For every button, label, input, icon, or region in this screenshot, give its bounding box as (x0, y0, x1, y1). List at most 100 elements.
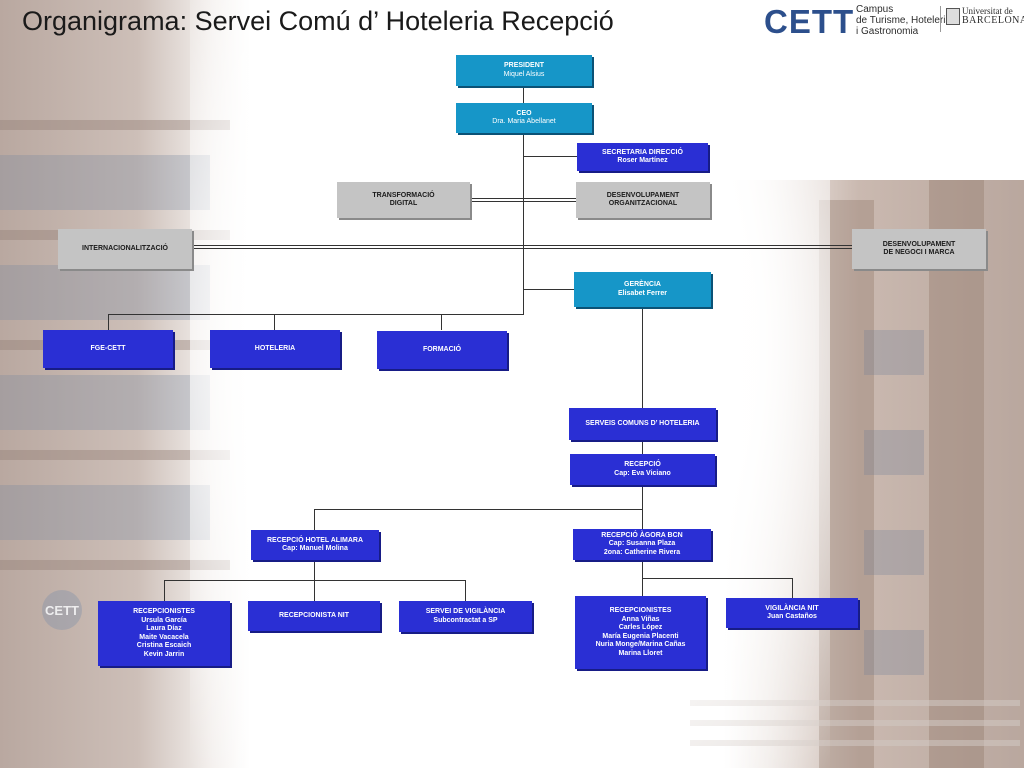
cett-logo-line: Campus (856, 4, 894, 15)
org-box-title: GERÈNCIA (624, 281, 661, 288)
org-box-name: Juan Castaños (767, 613, 817, 620)
building-window-row (0, 375, 210, 430)
org-box-title: RECEPCIÓ HOTEL ALIMARA (266, 536, 364, 544)
org-box-name: Elisabet Ferrer (617, 289, 668, 297)
building-window (864, 530, 924, 575)
org-box-internacionalitzacio: INTERNACIONALITZACIÓ (58, 229, 192, 269)
building-window-row (0, 485, 210, 540)
building-window (864, 430, 924, 475)
org-box-name: Cap: Eva Viciano (614, 469, 671, 477)
org-box-name: Cap: Manuel Molina (282, 545, 348, 552)
org-box-line: DIGITAL (389, 200, 418, 207)
org-box-title: CEO (516, 109, 532, 117)
cett-logo-text: Campus de Turisme, Hoteleria i Gastronom… (856, 4, 951, 37)
connector-vigilancia (465, 580, 466, 601)
org-box-member: Maite Vacacela (139, 633, 189, 641)
org-box-title: RECEPCIONISTA NIT (278, 611, 349, 619)
org-box-title: INTERNACIONALITZACIÓ (82, 244, 168, 252)
org-box-title: RECEPCIONISTES (609, 607, 672, 614)
connector-president-ceo (523, 85, 524, 103)
org-box-member: Marina Lloret (618, 649, 663, 657)
connector-serveis-recepcio (642, 440, 643, 454)
page-title: Organigrama: Servei Comú d’ Hoteleria Re… (22, 6, 614, 36)
logo-separator (940, 6, 941, 32)
connector-alimara-bar (164, 580, 466, 581)
connector-secretaria (524, 156, 577, 157)
org-box-desenvolupament-org: DESENVOLUPAMENT ORGANITZACIONAL (576, 182, 710, 218)
connector-staff-row (470, 198, 576, 202)
org-box-formacio: FORMACIÓ (377, 331, 507, 369)
building-railing (690, 700, 1020, 706)
org-box-gerencia: GERÈNCIA Elisabet Ferrer (574, 272, 711, 307)
org-box-line: Cap: Susanna Plaza (608, 540, 676, 548)
building-column (929, 180, 984, 768)
org-box-member: Cristina Escaich (136, 642, 192, 649)
connector-hoteleria (274, 314, 275, 330)
org-box-title: RECEPCIÓ ÀGORA BCN (601, 531, 683, 539)
org-box-member: Ursula García (141, 616, 187, 624)
cett-logo-mark: CETT (764, 3, 855, 40)
org-box-hoteleria: HOTELERIA (210, 330, 340, 368)
org-box-member: Carles López (618, 624, 663, 631)
org-box-desenvolupament-negoci: DESENVOLUPAMENT DE NEGOCI I MARCA (852, 229, 986, 269)
org-box-title: PRESIDENT (503, 62, 545, 69)
connector-international-row (192, 245, 852, 249)
connector-recep-alimara (164, 580, 165, 601)
org-box-recepcionista-nit: RECEPCIONISTA NIT (248, 601, 380, 631)
org-box-line: DESENVOLUPAMENT (606, 191, 680, 199)
connector-agora-bar (642, 578, 793, 579)
building-floor-band (0, 450, 230, 460)
org-box-line: DESENVOLUPAMENT (882, 240, 956, 248)
org-box-recepcio: RECEPCIÓ Cap: Eva Viciano (570, 454, 715, 485)
org-box-name: Miquel Alsius (503, 70, 545, 78)
connector-areas-bar (108, 314, 524, 315)
org-box-name: Subcontractat a SP (433, 616, 498, 624)
org-box-member: Nuria Monge/Marina Cañas (595, 641, 686, 648)
building-floor-band (0, 560, 230, 570)
building-railing (690, 740, 1020, 746)
org-box-title: HOTELERIA (254, 344, 296, 352)
building-cett-sign: CETT (42, 590, 82, 630)
connector-gerencia (524, 289, 574, 290)
org-box-vigilancia-nit: VIGILÀNCIA NIT Juan Castaños (726, 598, 858, 628)
org-box-title: SERVEI DE VIGILÀNCIA (425, 608, 506, 615)
org-box-name: Dra. Maria Abellanet (492, 118, 556, 125)
building-floor-band (0, 120, 230, 130)
ub-logo-line: BARCELONA (962, 15, 1024, 26)
building-window (864, 330, 924, 375)
org-box-transformacio: TRANSFORMACIÓ DIGITAL (337, 182, 470, 218)
org-box-servei-vigilancia: SERVEI DE VIGILÀNCIA Subcontractat a SP (399, 601, 532, 632)
org-box-member: Anna Viñas (621, 615, 660, 623)
org-box-fge-cett: FGE-CETT (43, 330, 173, 368)
connector-recepcio-agora (642, 485, 643, 529)
org-box-title: SERVEIS COMUNS D’ HOTELERIA (585, 419, 700, 427)
org-box-member: Laura Díaz (146, 625, 182, 632)
cett-logo-line: de Turisme, Hoteleria (856, 15, 952, 26)
connector-alimara-down (314, 560, 315, 580)
org-box-title: RECEPCIÓ (624, 461, 661, 468)
cett-logo-line: i Gastronomia (856, 26, 919, 37)
org-box-president: PRESIDENT Miquel Alsius (456, 55, 592, 86)
org-box-recepcionistes-alimara: RECEPCIONISTES Ursula García Laura Díaz … (98, 601, 230, 666)
org-box-member: Kevin Jarrin (143, 650, 185, 658)
org-box-recepcio-agora: RECEPCIÓ ÀGORA BCN Cap: Susanna Plaza 2o… (573, 529, 711, 560)
connector-fge (108, 314, 109, 330)
org-box-line: TRANSFORMACIÓ (372, 191, 435, 199)
org-box-line: DE NEGOCI I MARCA (883, 249, 955, 256)
org-box-name: Roser Martínez (617, 157, 668, 164)
org-box-line: 2ona: Catherine Rivera (603, 548, 681, 556)
building-window-row (0, 265, 210, 320)
connector-recepcio-bar (314, 509, 643, 510)
org-box-title: RECEPCIONISTES (133, 608, 195, 615)
org-box-serveis-comuns: SERVEIS COMUNS D’ HOTELERIA (569, 408, 716, 440)
connector-formacio (441, 314, 442, 330)
org-box-recepcio-alimara: RECEPCIÓ HOTEL ALIMARA Cap: Manuel Molin… (251, 530, 379, 560)
org-box-line: ORGANITZACIONAL (608, 200, 678, 207)
org-box-title: FORMACIÓ (422, 345, 462, 353)
ub-logo-line: Universitat de (962, 6, 1013, 16)
ub-shield-icon (946, 8, 960, 25)
connector-alimara (314, 509, 315, 530)
connector-recep-nit (314, 580, 315, 601)
org-box-member: María Eugenia Placenti (602, 632, 679, 640)
org-box-title: SECRETARIA DIRECCIÓ (602, 148, 683, 156)
